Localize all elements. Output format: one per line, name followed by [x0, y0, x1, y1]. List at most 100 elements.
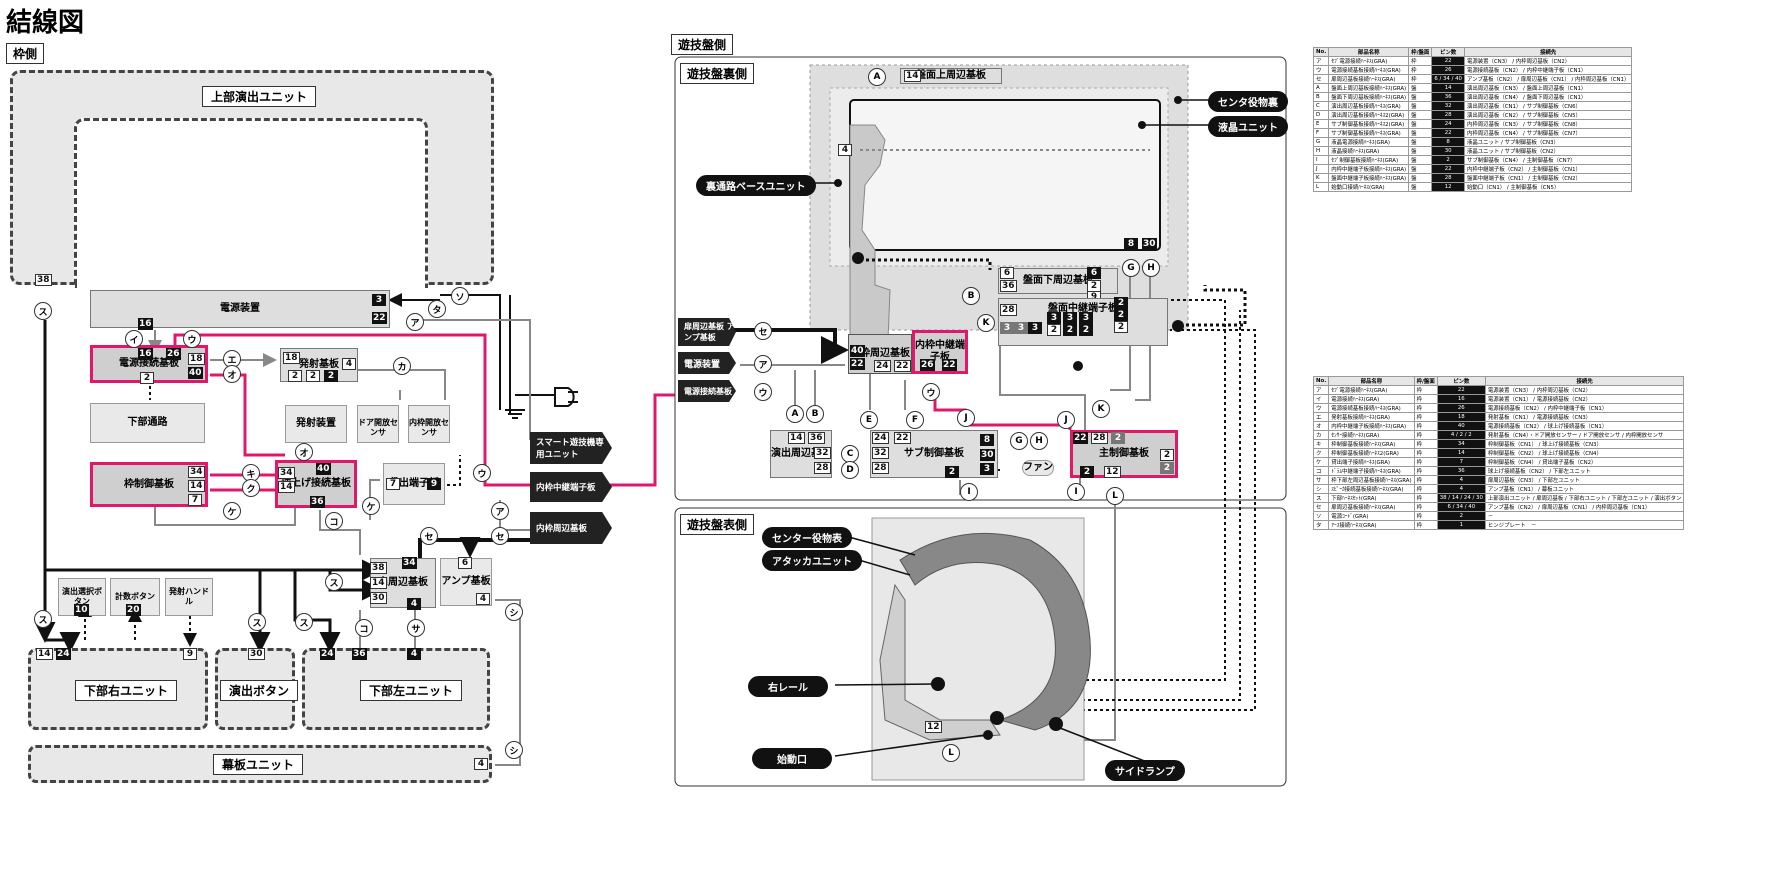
marker-o2: オ: [295, 443, 313, 461]
table-cell-no: I: [1312, 155, 1330, 165]
table-cell-no: イ: [1312, 394, 1330, 404]
pin-2c: 2: [324, 370, 338, 382]
section-frame: 枠側: [6, 43, 45, 64]
table-cell-dest: サブ制御基板（CN4） / 主制御基板（CN7）: [1463, 155, 1633, 165]
table-cell-dest: 盤面中継端子板（CN1） / 主制御基板（CN2）: [1463, 173, 1633, 183]
table-cell-dest: 発射基板（CN4）・ドア開放センサー / ドア開放センサ / 内枠開放センサ: [1484, 430, 1685, 440]
section-board-back: 遊技盤裏側: [680, 63, 755, 84]
pin-2n: 2: [1160, 462, 1174, 474]
table-cell-no: キ: [1312, 439, 1330, 449]
marker-I: I: [960, 483, 978, 501]
table-cell-no: エ: [1312, 412, 1330, 422]
pin-14f: 14: [788, 432, 805, 444]
table-cell-no: C: [1312, 101, 1330, 111]
table-cell-dest: 内枠周辺基板（CN3） / サブ制御基板（CN8）: [1463, 119, 1633, 129]
table-cell-pins: 16: [1436, 394, 1486, 404]
marker-shi2: シ: [505, 741, 523, 759]
marker-G2: G: [1010, 432, 1028, 450]
attacker-label: アタッカユニット: [762, 550, 862, 571]
table-cell-dest: 演出周辺基板（CN4） / 盤面下周辺基板（CN1）: [1463, 92, 1633, 102]
table-cell-no: B: [1312, 92, 1330, 102]
pin-2m: 2: [1160, 449, 1174, 461]
pin-30: 30: [370, 592, 387, 604]
pin-4c: 4: [476, 593, 490, 605]
sub-ctrl-board: サブ制御基板: [870, 430, 998, 478]
table-cell-name: 液晶接続ﾊｰﾈｽ(GRA): [1328, 146, 1410, 156]
table-cell-no: ウ: [1312, 403, 1330, 413]
pin-2o: 2: [1080, 466, 1094, 478]
table-cell-name: ｾﾌﾞ電源接続ﾊｰﾈｽ(GRA): [1328, 56, 1410, 66]
marker-se2: セ: [491, 527, 509, 545]
marker-u: ウ: [183, 330, 201, 348]
pin-3c: 3: [1079, 312, 1093, 324]
effect-button-label: 演出ボタン: [220, 680, 299, 701]
marker-u2: ウ: [473, 464, 491, 482]
table-cell-side: 枠: [1413, 430, 1438, 440]
table-cell-side: 枠: [1413, 385, 1438, 395]
pin-4d: 4: [407, 648, 421, 660]
table-cell-dest: 電源接続基板（CN2） / 球上げ接続基板（CN1）: [1484, 421, 1685, 431]
fan: ファン: [1022, 460, 1054, 476]
table-cell-name: サブ制御基板接続ﾊｰﾈｽ2(GRA): [1328, 119, 1410, 129]
pin-36c: 36: [1000, 280, 1017, 292]
table-cell-name: 盤面上周辺基板接続ﾊｰﾈｽ(GRA): [1328, 83, 1410, 93]
table-cell-side: 盤: [1408, 173, 1433, 183]
pin-34: 34: [188, 466, 205, 478]
table-cell-pins: 36: [1431, 92, 1465, 102]
lcd-label: 液晶ユニット: [1208, 116, 1288, 137]
marker-u3: ウ: [754, 383, 772, 401]
table-cell-side: 盤: [1408, 92, 1433, 102]
pin-26b: 26: [920, 359, 935, 371]
table-cell-pins: 18: [1436, 412, 1486, 422]
power-unit-board: 電源装置: [678, 352, 736, 374]
table-cell-dest: 電源接続基板（CN2） / 内枠中継端子板（CN1）: [1463, 65, 1633, 75]
table-cell-name: 演出周辺基板接続ﾊｰﾈｽ2(GRA): [1328, 110, 1410, 120]
top-unit-label: 上部演出ユニット: [202, 86, 317, 107]
pin-18: 18: [188, 353, 205, 365]
door-amp-board: 扉周辺基板 アンプ基板: [678, 318, 736, 346]
pin-3: 3: [372, 294, 386, 306]
table-cell-pins: 22: [1431, 128, 1465, 138]
table-cell-side: 盤: [1408, 110, 1433, 120]
pin-30d: 30: [980, 449, 995, 461]
table-cell-no: E: [1312, 119, 1330, 129]
marker-A: A: [868, 68, 886, 86]
marker-A2: A: [786, 405, 804, 423]
table-cell-pins: 22: [1436, 385, 1486, 395]
pin-3f: 3: [1028, 322, 1042, 334]
table-cell-no: ス: [1312, 493, 1330, 503]
table-cell-no: サ: [1312, 475, 1330, 485]
pin-14: 14: [188, 480, 205, 492]
launch-handle: 発射ハンドル: [165, 578, 213, 616]
table-header: ピン数: [1436, 376, 1486, 386]
table-cell-no: ア: [1312, 56, 1330, 66]
marker-E: E: [860, 411, 878, 429]
pin-2j: 2: [1079, 324, 1093, 336]
pin-22e: 22: [894, 432, 911, 444]
inner-relay-out: 内枠中継端子板: [530, 472, 612, 502]
pin-32b: 32: [872, 447, 889, 459]
marker-J2: J: [1057, 411, 1075, 429]
pin-3e: 3: [1014, 322, 1028, 334]
table-cell-dest: 液晶ユニット / サブ制御基板（CN3）: [1463, 137, 1633, 147]
pin-3b: 3: [1063, 312, 1077, 324]
pin-2b: 2: [306, 370, 320, 382]
pin-24b: 24: [320, 648, 335, 660]
table-cell-name: 扉周辺基板接続ﾊｰﾈｽ(GRA): [1328, 502, 1415, 512]
pin-4: 4: [342, 358, 356, 370]
table-header: 枠/盤面: [1413, 376, 1438, 386]
marker-ta: タ: [428, 300, 446, 318]
marker-K2: K: [1092, 400, 1110, 418]
right-rail-label: 右レール: [748, 676, 828, 697]
table-cell-pins: 32: [1431, 101, 1465, 111]
